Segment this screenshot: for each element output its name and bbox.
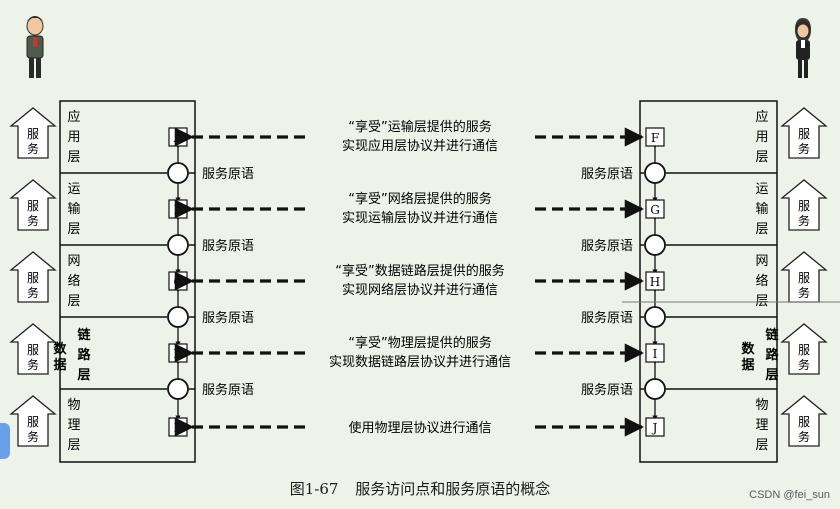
left-layer-label-2: 运输层 (67, 182, 80, 237)
left-sap-B: B (168, 199, 188, 219)
left-user-figure (26, 16, 44, 78)
right-layer-label-2: 运输层 (755, 182, 768, 237)
svg-text:D: D (173, 347, 183, 361)
left-sap-E: E (168, 417, 188, 437)
right-layer-label-3: 网络层 (755, 254, 768, 309)
left-service-label-1: 服务 (27, 127, 39, 156)
right-layer-label-4: 数据链路层 (741, 327, 779, 383)
svg-text:G: G (650, 203, 660, 217)
layer-description-2: “享受”网络层提供的服务实现运输层协议并进行通信 (342, 191, 498, 226)
right-layer-label-1: 应用层 (755, 109, 768, 165)
right-primitive-label-1: 服务原语 (581, 166, 633, 182)
right-primitive-circle-1 (644, 162, 666, 184)
left-layer-label-1: 应用层 (67, 109, 80, 165)
svg-text:I: I (653, 347, 658, 361)
left-primitive-circle-2 (167, 234, 189, 256)
left-primitive-circle-1 (167, 162, 189, 184)
left-layer-label-5: 物理层 (67, 398, 80, 453)
left-sap-C: C (168, 271, 188, 291)
left-service-label-5: 服务 (27, 415, 39, 444)
right-user-figure (795, 18, 811, 78)
svg-text:B: B (174, 203, 183, 217)
right-primitive-label-2: 服务原语 (581, 238, 633, 254)
right-primitive-label-4: 服务原语 (581, 382, 633, 398)
left-primitive-label-4: 服务原语 (202, 382, 254, 398)
svg-text:A: A (173, 131, 183, 145)
right-service-arrow-5: 服务 (780, 395, 828, 447)
left-service-arrow-2: 服务 (9, 179, 57, 231)
left-layer-label-3: 网络层 (67, 254, 80, 309)
right-sap-G: G (645, 199, 665, 219)
caption-number: 图1-67 (289, 480, 339, 498)
right-sap-F: F (645, 127, 665, 147)
left-sap-D: D (168, 343, 188, 363)
svg-text:C: C (173, 275, 182, 289)
right-service-label-2: 服务 (798, 199, 810, 228)
left-service-label-4: 服务 (27, 343, 39, 372)
left-service-label-3: 服务 (27, 271, 39, 300)
right-service-label-5: 服务 (798, 415, 810, 444)
left-primitive-label-1: 服务原语 (202, 166, 254, 182)
watermark: CSDN @fei_sun (749, 489, 830, 501)
sidebar-tab[interactable] (0, 423, 10, 459)
left-layer-label-4: 数据链路层 (53, 327, 91, 383)
right-service-arrow-1: 服务 (780, 107, 828, 159)
svg-text:H: H (650, 275, 660, 289)
right-service-arrow-3: 服务 (780, 251, 828, 303)
left-service-arrow-5: 服务 (9, 395, 57, 447)
right-sap-I: I (645, 343, 665, 363)
left-service-arrow-1: 服务 (9, 107, 57, 159)
left-sap-A: A (168, 127, 188, 147)
right-primitive-circle-3 (644, 306, 666, 328)
right-layer-label-5: 物理层 (755, 398, 768, 453)
right-service-label-3: 服务 (798, 271, 810, 300)
left-service-arrow-4: 服务 (9, 323, 57, 375)
right-sap-J: J (645, 417, 665, 437)
left-service-arrow-3: 服务 (9, 251, 57, 303)
layer-description-3: “享受”数据链路层提供的服务实现网络层协议并进行通信 (335, 263, 504, 298)
left-primitive-label-3: 服务原语 (202, 310, 254, 326)
right-service-label-1: 服务 (798, 127, 810, 156)
left-primitive-circle-3 (167, 306, 189, 328)
right-primitive-circle-4 (644, 378, 666, 400)
right-primitive-circle-2 (644, 234, 666, 256)
right-primitive-label-3: 服务原语 (581, 310, 633, 326)
figure-caption: 图1-67 服务访问点和服务原语的概念 (0, 478, 840, 499)
right-service-arrow-2: 服务 (780, 179, 828, 231)
layer-description-5: 使用物理层协议进行通信 (348, 420, 491, 436)
left-service-label-2: 服务 (27, 199, 39, 228)
right-service-label-4: 服务 (798, 343, 810, 372)
svg-text:F: F (651, 131, 659, 145)
layer-description-4: “享受”物理层提供的服务实现数据链路层协议并进行通信 (329, 335, 511, 370)
caption-title: 服务访问点和服务原语的概念 (355, 480, 551, 498)
layer-description-1: “享受”运输层提供的服务实现应用层协议并进行通信 (342, 119, 498, 154)
left-primitive-label-2: 服务原语 (202, 238, 254, 254)
right-sap-H: H (645, 271, 665, 291)
svg-text:E: E (174, 421, 183, 435)
svg-text:J: J (651, 421, 658, 435)
left-primitive-circle-4 (167, 378, 189, 400)
right-service-arrow-4: 服务 (780, 323, 828, 375)
